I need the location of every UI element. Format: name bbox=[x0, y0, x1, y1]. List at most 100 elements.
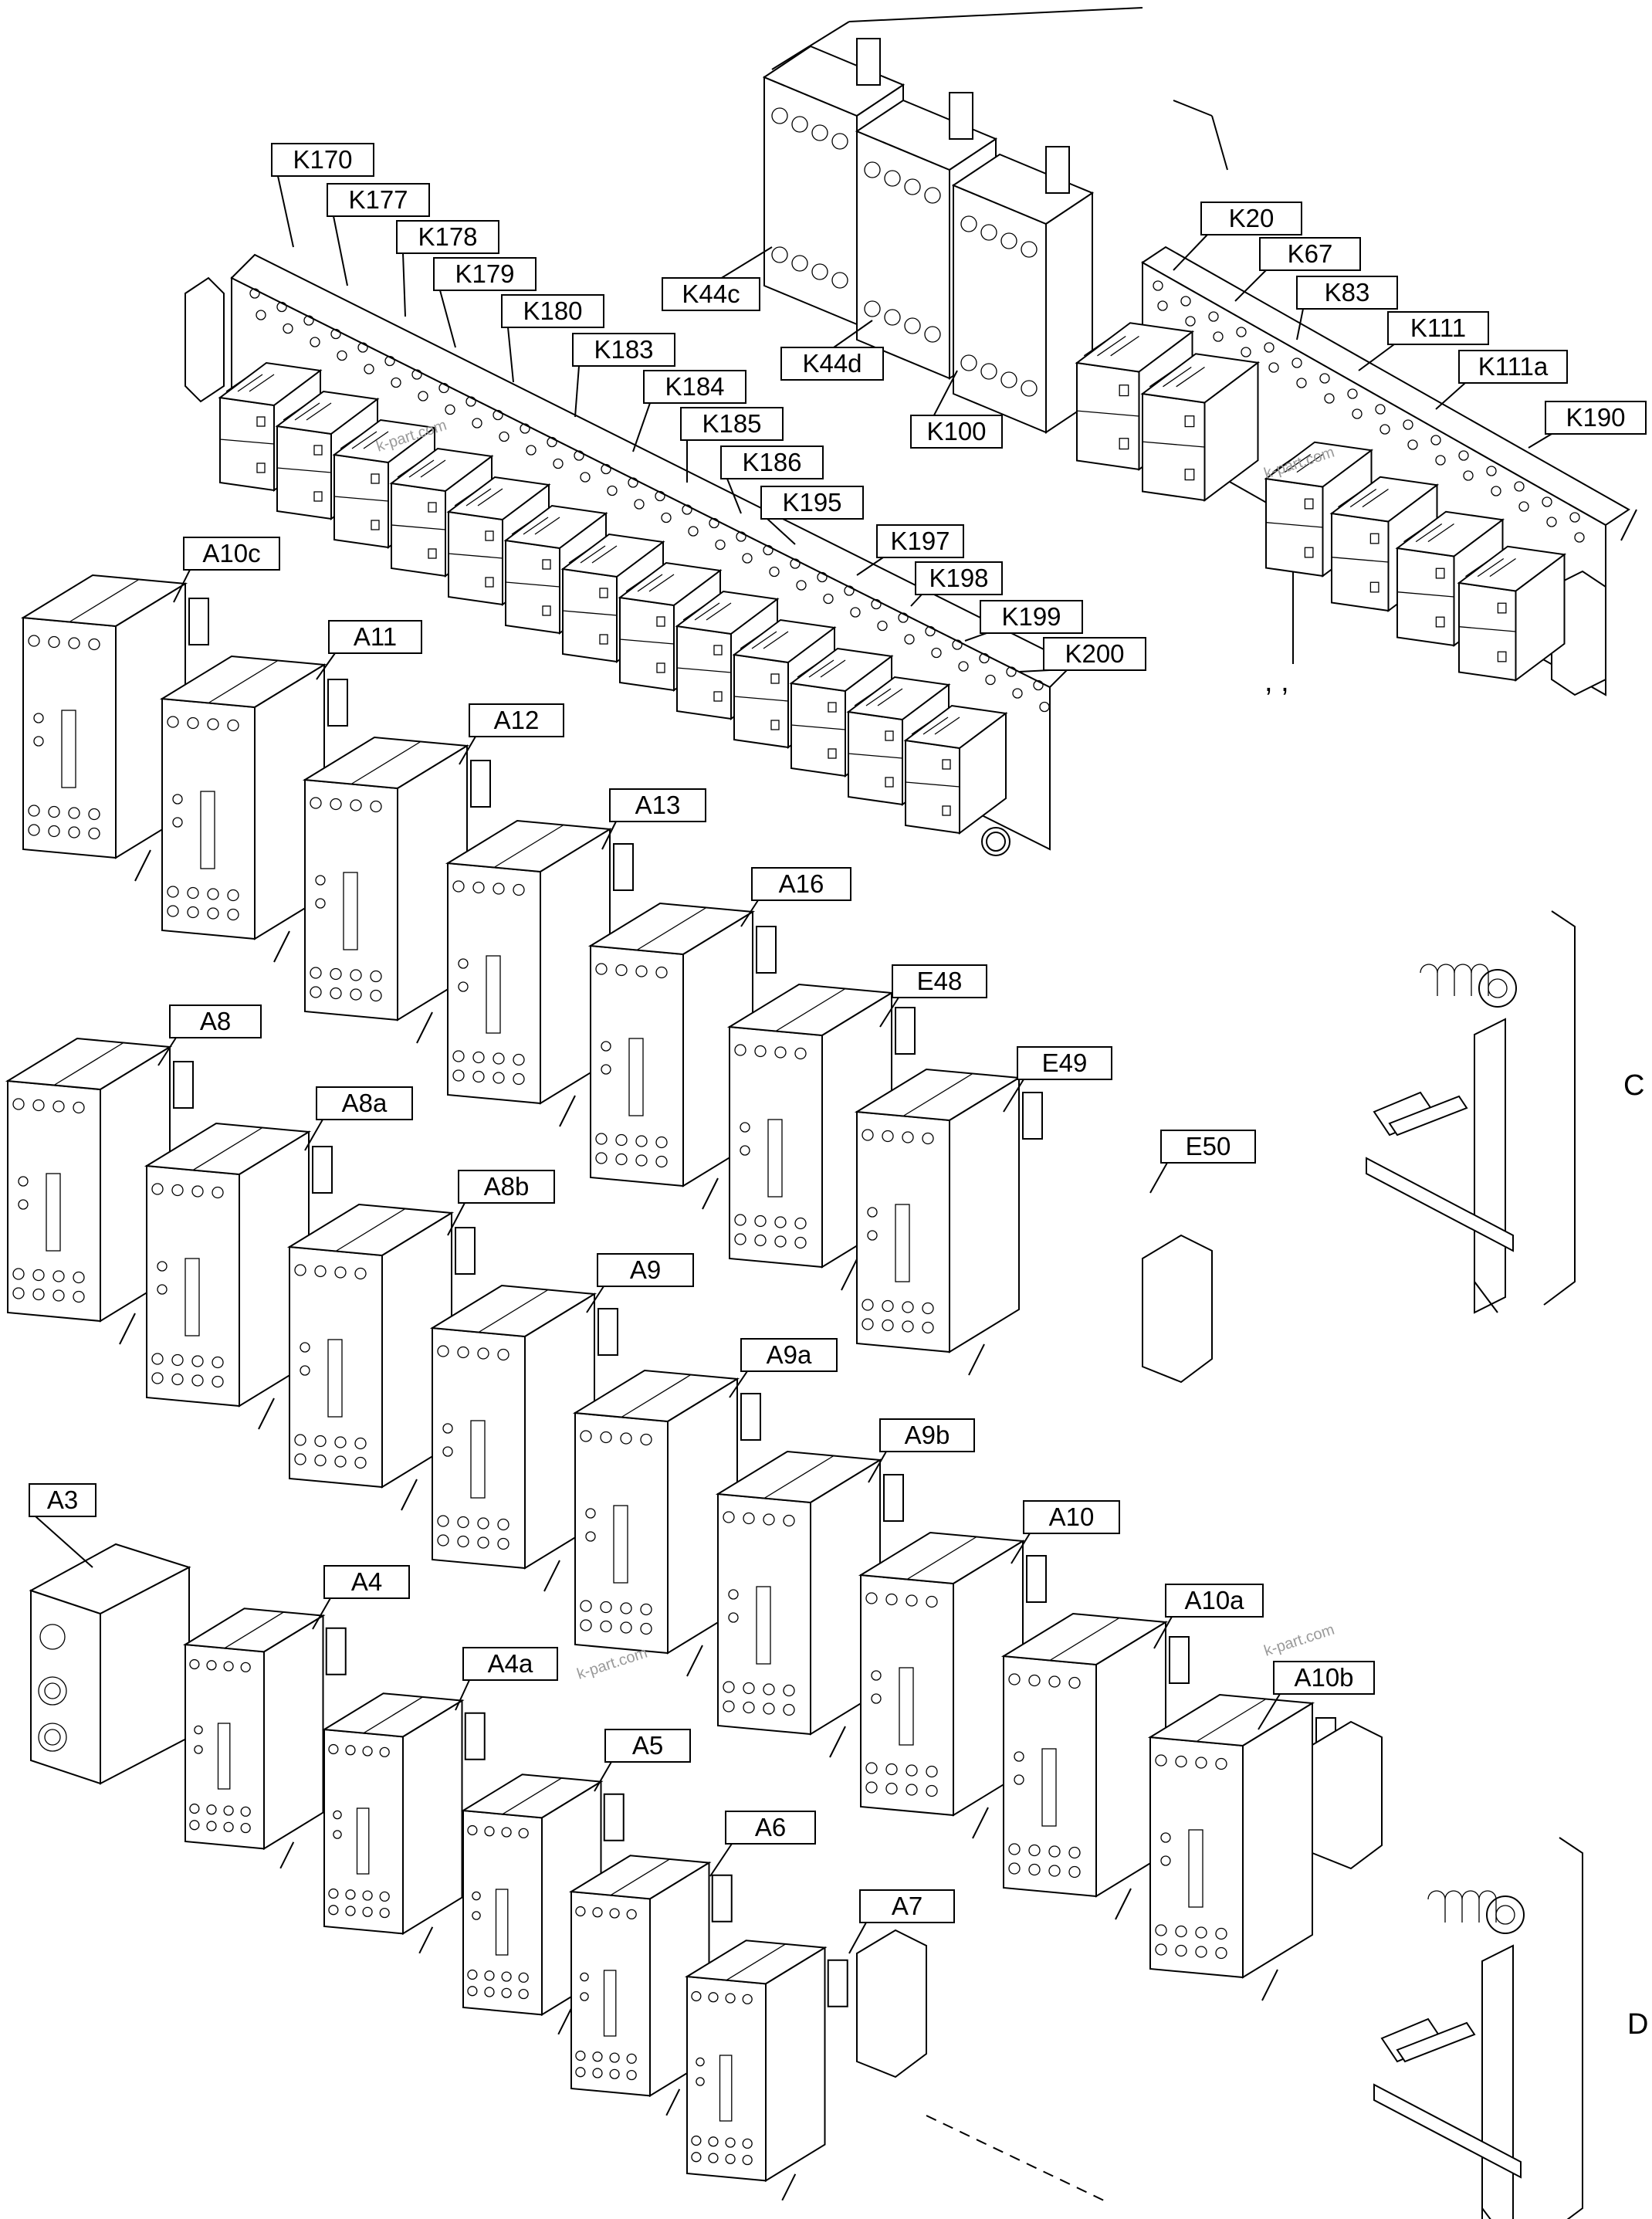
relay-module-narrow bbox=[684, 1940, 848, 2201]
callout-k197: K197 bbox=[876, 524, 964, 558]
callout-text: A8 bbox=[200, 1007, 231, 1035]
leader-line bbox=[304, 1119, 323, 1151]
leader-line bbox=[1528, 433, 1552, 449]
callout-text: A3 bbox=[47, 1486, 78, 1514]
relay-cube bbox=[1457, 545, 1567, 682]
callout-k44c: K44c bbox=[662, 277, 760, 311]
callout-box bbox=[680, 407, 784, 441]
callout-text: K100 bbox=[926, 417, 986, 445]
callout-a12: A12 bbox=[469, 703, 564, 737]
callout-box bbox=[1043, 637, 1146, 671]
callout-a9a: A9a bbox=[740, 1338, 838, 1372]
leader-line bbox=[439, 290, 456, 348]
callout-k20: K20 bbox=[1200, 202, 1302, 235]
relay-module bbox=[1147, 1693, 1336, 2001]
relay-cube bbox=[1140, 353, 1261, 502]
callout-text: K44c bbox=[682, 279, 740, 308]
callout-box bbox=[1273, 1661, 1375, 1695]
callout-k199: K199 bbox=[980, 600, 1083, 634]
callout-text: A9a bbox=[767, 1340, 812, 1369]
callout-a10b: A10b bbox=[1273, 1661, 1375, 1695]
callout-box bbox=[323, 1565, 410, 1599]
side-label-c: C bbox=[1623, 1069, 1644, 1102]
leader-line bbox=[1173, 234, 1208, 271]
callout-box bbox=[458, 1170, 555, 1204]
callout-text: K20 bbox=[1229, 204, 1275, 232]
callout-text: E50 bbox=[1186, 1132, 1231, 1160]
callout-box bbox=[980, 600, 1083, 634]
callout-box bbox=[892, 964, 987, 998]
watermark: k-part.com bbox=[1262, 1621, 1337, 1660]
leader-line bbox=[1435, 382, 1466, 410]
callout-text: A4 bbox=[351, 1567, 382, 1596]
callout-text: K186 bbox=[742, 448, 801, 476]
callout-k44d: K44d bbox=[780, 347, 884, 381]
callout-e49: E49 bbox=[1017, 1046, 1112, 1080]
leader-line bbox=[277, 175, 294, 248]
coil-ring bbox=[986, 832, 1006, 852]
callout-k100: K100 bbox=[910, 415, 1003, 449]
callout-a4: A4 bbox=[323, 1565, 410, 1599]
callout-k67: K67 bbox=[1259, 237, 1361, 271]
bracket-assembly-d bbox=[1373, 1837, 1583, 2219]
callout-k195: K195 bbox=[760, 486, 864, 520]
callout-box bbox=[1017, 1046, 1112, 1080]
callout-box bbox=[316, 1086, 413, 1120]
callout-a4a: A4a bbox=[462, 1647, 558, 1681]
callout-box bbox=[1023, 1500, 1120, 1534]
callout-text: K190 bbox=[1566, 403, 1625, 432]
side-connector bbox=[856, 1234, 1383, 2201]
callout-box bbox=[433, 257, 537, 291]
callout-a10c: A10c bbox=[183, 537, 280, 571]
callout-text: A9 bbox=[630, 1255, 661, 1284]
leader-line bbox=[447, 1202, 465, 1236]
callout-text: K180 bbox=[523, 296, 582, 325]
callout-box bbox=[604, 1729, 691, 1763]
callout-box bbox=[327, 183, 430, 217]
callout-a7: A7 bbox=[859, 1889, 955, 1923]
callout-text: A11 bbox=[354, 622, 397, 651]
callout-a10a: A10a bbox=[1165, 1584, 1264, 1618]
callout-text: K183 bbox=[594, 335, 653, 364]
callout-box bbox=[1458, 350, 1568, 384]
leader-lines bbox=[35, 175, 1552, 1954]
callout-a13: A13 bbox=[609, 788, 706, 822]
callout-k184: K184 bbox=[643, 370, 746, 404]
callout-text: K111 bbox=[1410, 313, 1466, 342]
watermark: k-part.com bbox=[575, 1645, 650, 1683]
callout-a9: A9 bbox=[597, 1253, 694, 1287]
callout-a3: A3 bbox=[29, 1483, 96, 1517]
leader-line bbox=[586, 1286, 604, 1313]
callout-box bbox=[183, 537, 280, 571]
relay-module-narrow bbox=[321, 1692, 486, 1954]
comma-marks: , , bbox=[1264, 666, 1289, 698]
callout-box bbox=[1545, 401, 1647, 435]
leader-line bbox=[767, 518, 796, 545]
callout-k179: K179 bbox=[433, 257, 537, 291]
leader-line bbox=[1258, 1693, 1281, 1730]
callout-k111: K111 bbox=[1387, 311, 1489, 345]
leader-line bbox=[848, 1922, 867, 1954]
callout-text: K185 bbox=[702, 409, 761, 438]
leader-line bbox=[601, 821, 617, 850]
leader-line bbox=[1358, 344, 1395, 371]
leader-line bbox=[1003, 1079, 1024, 1113]
bracket-assembly-c bbox=[1366, 910, 1576, 1314]
callout-text: K83 bbox=[1325, 278, 1370, 307]
leader-line bbox=[856, 557, 884, 576]
callout-box bbox=[396, 220, 499, 254]
leader-line bbox=[507, 327, 514, 383]
relay-module bbox=[1000, 1612, 1190, 1920]
callout-text: E49 bbox=[1042, 1049, 1088, 1077]
callout-k83: K83 bbox=[1296, 276, 1398, 310]
callout-text: K199 bbox=[1001, 602, 1061, 631]
leader-line bbox=[316, 652, 336, 680]
callout-text: A10b bbox=[1294, 1663, 1353, 1692]
side-label-d: D bbox=[1627, 2008, 1648, 2041]
callout-a8: A8 bbox=[169, 1004, 262, 1038]
callout-k186: K186 bbox=[720, 445, 824, 479]
callout-box bbox=[751, 867, 851, 901]
callout-box bbox=[879, 1418, 975, 1452]
callout-text: K111a bbox=[1478, 352, 1549, 381]
callout-k170: K170 bbox=[271, 143, 374, 177]
